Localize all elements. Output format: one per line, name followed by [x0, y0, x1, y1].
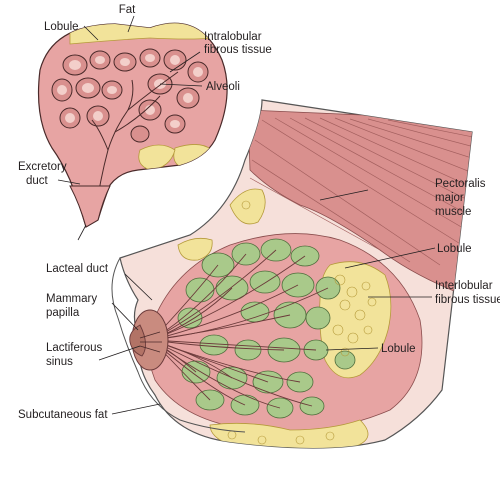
label-mammary-1: Mammary	[46, 293, 97, 305]
label-interlobular-2: fibrous tissue	[435, 294, 500, 306]
label-lacteal-duct: Lacteal duct	[46, 263, 109, 275]
label-fat: Fat	[119, 4, 136, 16]
pectoralis-muscle	[247, 109, 472, 301]
label-excretory-1: Excretory	[18, 161, 67, 173]
label-excretory-2: duct	[26, 175, 49, 187]
label-interlobular-1: Interlobular	[435, 280, 493, 292]
labels: Fat Lobule Intralobular fibrous tissue A…	[18, 4, 500, 421]
fat-cells	[227, 200, 377, 445]
label-lactiferous-2: sinus	[46, 356, 73, 368]
muscle-fibers	[249, 117, 472, 266]
excretory-duct	[69, 185, 111, 228]
inset-ducts	[91, 71, 179, 216]
lobule-inset	[37, 22, 228, 228]
label-pectoralis-2: major	[435, 192, 464, 204]
label-intralobular-2: fibrous tissue	[204, 44, 272, 56]
label-mammary-2: papilla	[46, 307, 80, 319]
lactiferous-sinus	[139, 331, 162, 353]
label-lobule-lower: Lobule	[381, 343, 416, 355]
breast-contour	[111, 257, 246, 433]
label-lobule-inset: Lobule	[44, 21, 79, 33]
label-subcutaneous-fat: Subcutaneous fat	[18, 409, 108, 421]
label-pectoralis-1: Pectoralis	[435, 178, 486, 190]
label-lactiferous-1: Lactiferous	[46, 342, 103, 354]
breast-body	[111, 99, 473, 449]
leader-lines	[57, 15, 436, 415]
label-pectoralis-3: muscle	[435, 206, 471, 218]
label-lobule-upper: Lobule	[437, 243, 472, 255]
label-intralobular-1: Intralobular	[204, 31, 262, 43]
label-alveoli: Alveoli	[206, 81, 240, 93]
